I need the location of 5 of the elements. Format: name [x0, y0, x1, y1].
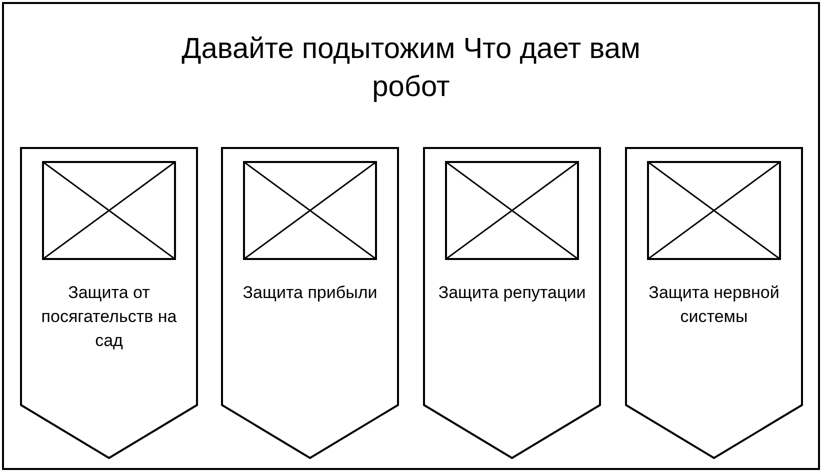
title: Давайте подытожим Что дает вам робот	[180, 32, 642, 105]
shield-label: Защита прибыли	[242, 282, 378, 304]
shield-label: Защита нервной системы	[648, 282, 780, 328]
shield-label: Защита репутации	[438, 282, 586, 304]
shield-label: Защита от посягательств на сад	[40, 282, 178, 352]
